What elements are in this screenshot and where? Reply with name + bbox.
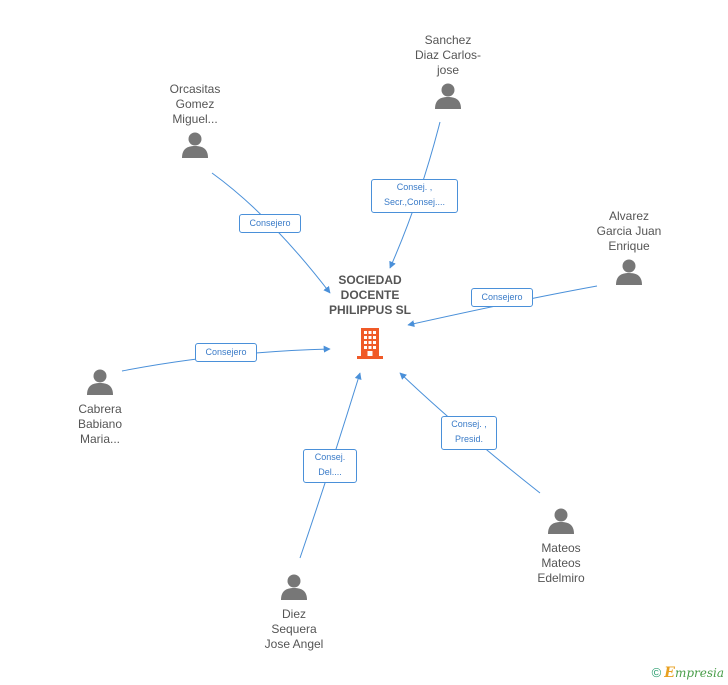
person-node-mateos[interactable]: Mateos Mateos Edelmiro [501, 507, 621, 586]
person-icon [548, 508, 574, 534]
person-name[interactable]: Alvarez Garcia Juan Enrique [596, 209, 662, 253]
person-node-orcasitas[interactable]: Orcasitas Gomez Miguel... [135, 82, 255, 159]
person-node-diez[interactable]: Diez Sequera Jose Angel [234, 573, 354, 652]
footer-brand: © Empresia [652, 665, 724, 681]
role-label-diez[interactable]: Consej. Del.... [303, 449, 357, 483]
person-icon [87, 369, 113, 395]
brand-rest: mpresia [674, 666, 724, 680]
role-label-orcasitas[interactable]: Consejero [239, 214, 301, 233]
person-name[interactable]: Orcasitas Gomez Miguel... [169, 82, 221, 126]
person-node-sanchez[interactable]: Sanchez Diaz Carlos- jose [388, 33, 508, 110]
person-icon [435, 83, 461, 109]
person-name[interactable]: Mateos Mateos Edelmiro [537, 541, 585, 585]
copyright-symbol: © [651, 665, 662, 680]
edge-orcasitas [211, 172, 331, 294]
role-label-sanchez[interactable]: Consej. , Secr.,Consej.... [371, 179, 458, 213]
person-node-alvarez[interactable]: Alvarez Garcia Juan Enrique [569, 209, 689, 286]
role-label-mateos[interactable]: Consej. , Presid. [441, 416, 497, 450]
person-name[interactable]: Diez Sequera Jose Angel [264, 607, 324, 651]
person-name[interactable]: Cabrera Babiano Maria... [77, 402, 123, 446]
person-icon [616, 259, 642, 285]
person-node-cabrera[interactable]: Cabrera Babiano Maria... [40, 368, 160, 447]
person-icon [281, 574, 307, 600]
role-label-cabrera[interactable]: Consejero [195, 343, 257, 362]
person-icon [182, 132, 208, 158]
company-name[interactable]: SOCIEDAD DOCENTE PHILIPPUS SL [328, 273, 411, 317]
company-node[interactable]: SOCIEDAD DOCENTE PHILIPPUS SL [318, 273, 422, 360]
building-icon [357, 328, 383, 359]
person-name[interactable]: Sanchez Diaz Carlos- jose [414, 33, 481, 77]
brand-initial: E [664, 665, 675, 681]
brand-logo[interactable]: Empresia [664, 665, 724, 681]
role-label-alvarez[interactable]: Consejero [471, 288, 533, 307]
